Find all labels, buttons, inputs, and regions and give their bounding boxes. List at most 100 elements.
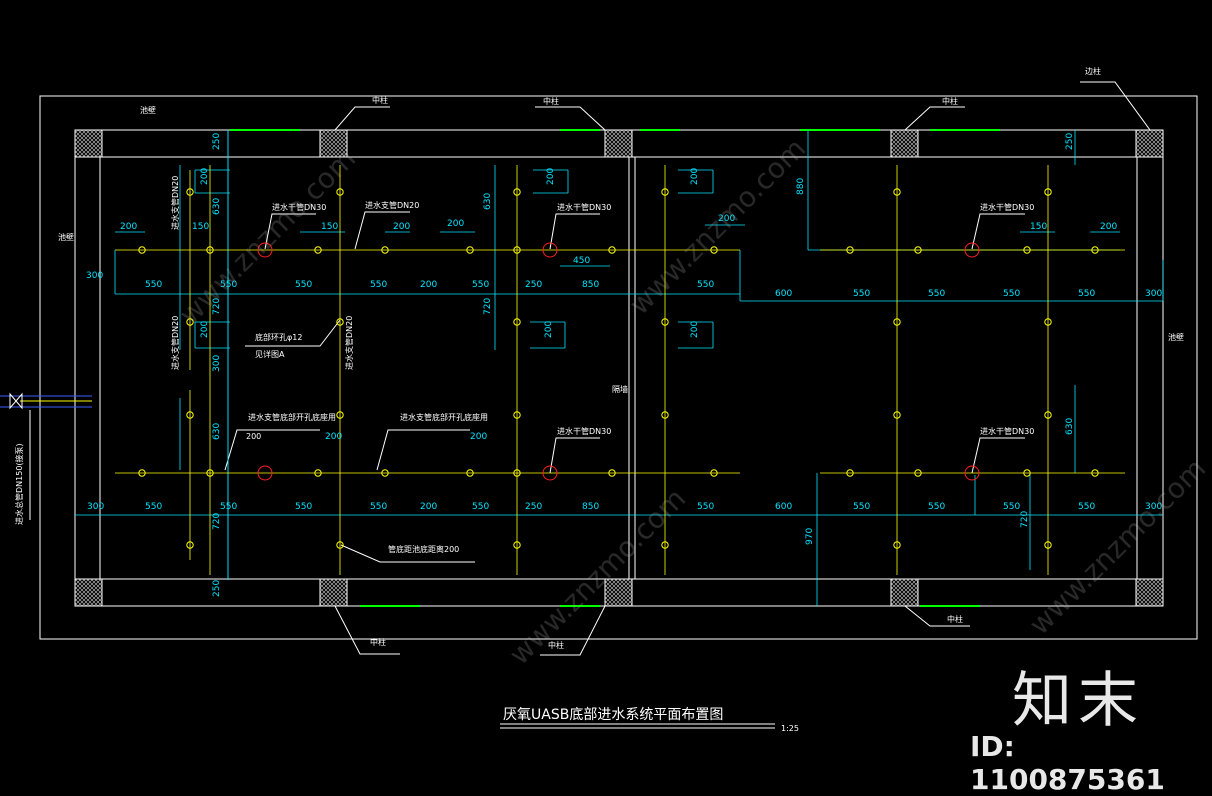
dimension-label: 300 [212,355,222,372]
pipe-node [1044,188,1052,196]
dimension-label: 200 [200,321,210,338]
dimension-label: 200 [718,214,735,224]
dimension-label: 550 [697,280,714,290]
hatched-column [1135,129,1164,158]
dimension-label: 200 [420,280,437,290]
annotation-label: 进水支管底部开孔底座用 [248,412,336,422]
pipe-node [466,246,474,254]
leader-line [1080,81,1151,131]
dimension-label: 630 [212,198,222,215]
dimension-label: 970 [805,528,815,545]
dimension-label: 550 [853,289,870,299]
pipe-node [1044,318,1052,326]
dimension-label: 850 [582,502,599,512]
pipe-node [846,469,854,477]
dimension-label: 300 [1145,289,1162,299]
valve-circle [542,242,558,258]
annotation-label: 进水支管底部开孔底座用 [400,412,488,422]
pipe-node [336,318,344,326]
pipe-node [513,246,521,254]
dimension-label: 550 [370,502,387,512]
dimension-label: 550 [220,502,237,512]
leader-line [549,213,600,250]
annotation-label: 进水总管DN150(接泵) [14,443,24,525]
annotation-label: 1:25 [781,724,799,733]
dimension-label: 550 [145,280,162,290]
valve-circle [542,465,558,481]
dimension-label: 550 [220,280,237,290]
leader-line [904,605,970,627]
dimension-label: 200 [546,168,556,185]
hatched-column [604,129,633,158]
annotation-label: 边柱 [1085,66,1101,76]
dimension-label: 600 [775,502,792,512]
hatched-column [74,129,103,158]
dimension-label: 200 [393,222,410,232]
dimension-label: 200 [200,168,210,185]
dimension-label: 720 [212,513,222,530]
dimension-label: 550 [853,502,870,512]
valve-circle [257,242,273,258]
leader-line [376,429,470,471]
pipe-node [186,318,194,326]
pipe-node [661,411,669,419]
hatched-column [1135,578,1164,607]
pipe-node [206,469,214,477]
annotation-label: 进水干管DN30 [557,202,611,212]
pipe-node [661,541,669,549]
pipe-node [1023,469,1031,477]
dimension-label: 200 [690,168,700,185]
annotation-label: 进水支管DN20 [365,200,419,210]
pipe-node [893,541,901,549]
dimension-label: 630 [483,193,493,210]
pipe-node [513,318,521,326]
leader-line [264,213,316,250]
pipe-node [186,188,194,196]
valve-symbol [9,392,23,410]
dimension-label: 200 [690,321,700,338]
annotation-label: 200 [246,432,261,441]
pipe-node [846,246,854,254]
dimension-label: 300 [86,271,103,281]
dimension-label: 150 [321,222,338,232]
pipe-node [138,469,146,477]
pipe-node [914,469,922,477]
leader-line [904,106,965,131]
annotation-label: 中柱 [947,614,963,624]
dimension-label: 720 [1020,511,1030,528]
pipe-node [661,318,669,326]
pipe-node [1044,411,1052,419]
annotation-label: 隔墙 [612,384,628,394]
pipe-node [381,246,389,254]
pipe-node [381,469,389,477]
annotation-label: 池壁 [140,105,156,115]
hatched-column [890,578,919,607]
annotation-label: 中柱 [372,95,388,105]
watermark-id: ID: 1100875361 [970,730,1165,796]
dimension-label: 150 [192,222,209,232]
pipe-node [513,188,521,196]
hatched-column [319,578,348,607]
annotation-label: 进水支管DN20 [170,316,180,370]
hatched-column [319,129,348,158]
pipe-node [893,411,901,419]
dimension-label: 550 [472,502,489,512]
pipe-node [893,188,901,196]
pipe-node [893,318,901,326]
dimension-label: 550 [1003,502,1020,512]
pipe-node [608,469,616,477]
pipe-node [186,411,194,419]
leader-line [549,437,600,474]
valve-circle [257,465,273,481]
pipe-node [513,541,521,549]
hatched-column [890,129,919,158]
pipe-node [186,541,194,549]
pipe-node [1023,246,1031,254]
leader-line [340,544,475,563]
pipe-node [914,246,922,254]
dimension-label: 550 [697,502,714,512]
leader-line [334,605,400,655]
dimension-label: 720 [212,298,222,315]
pipe-node [314,246,322,254]
